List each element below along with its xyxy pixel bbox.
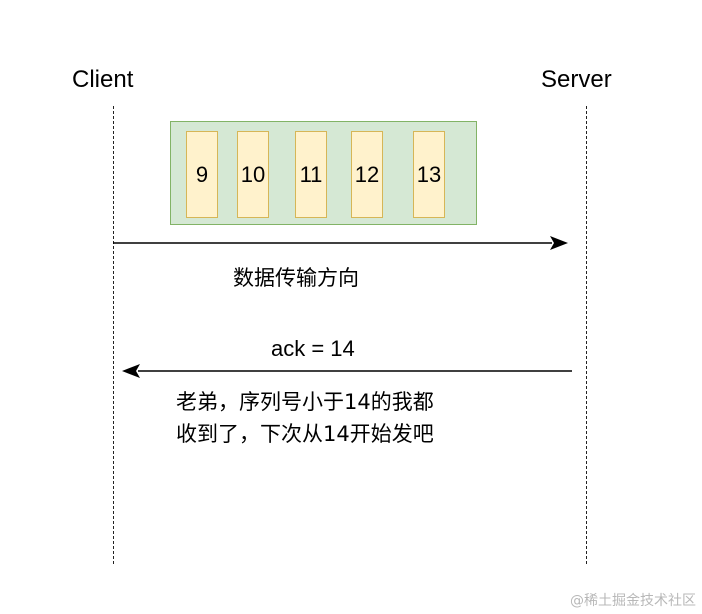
ack-note-line-2: 收到了，下次从14开始发吧	[176, 422, 434, 446]
segment-11: 11	[295, 131, 327, 218]
server-lifeline	[586, 106, 587, 564]
data-arrow-head	[550, 236, 568, 250]
server-label: Server	[541, 66, 612, 93]
segment-12: 12	[351, 131, 383, 218]
ack-arrow-head	[122, 364, 140, 378]
segment-10: 10	[237, 131, 269, 218]
ack-note: 老弟，序列号小于14的我都 收到了，下次从14开始发吧	[176, 386, 434, 450]
client-lifeline	[113, 106, 114, 564]
segment-9: 9	[186, 131, 218, 218]
send-window: 9 10 11 12 13	[170, 121, 477, 225]
ack-note-line-1: 老弟，序列号小于14的我都	[176, 390, 434, 414]
client-label: Client	[72, 66, 134, 93]
watermark: @稀土掘金技术社区	[570, 593, 696, 609]
data-direction-label: 数据传输方向	[233, 266, 359, 290]
segment-13: 13	[413, 131, 445, 218]
ack-label: ack = 14	[271, 336, 355, 361]
